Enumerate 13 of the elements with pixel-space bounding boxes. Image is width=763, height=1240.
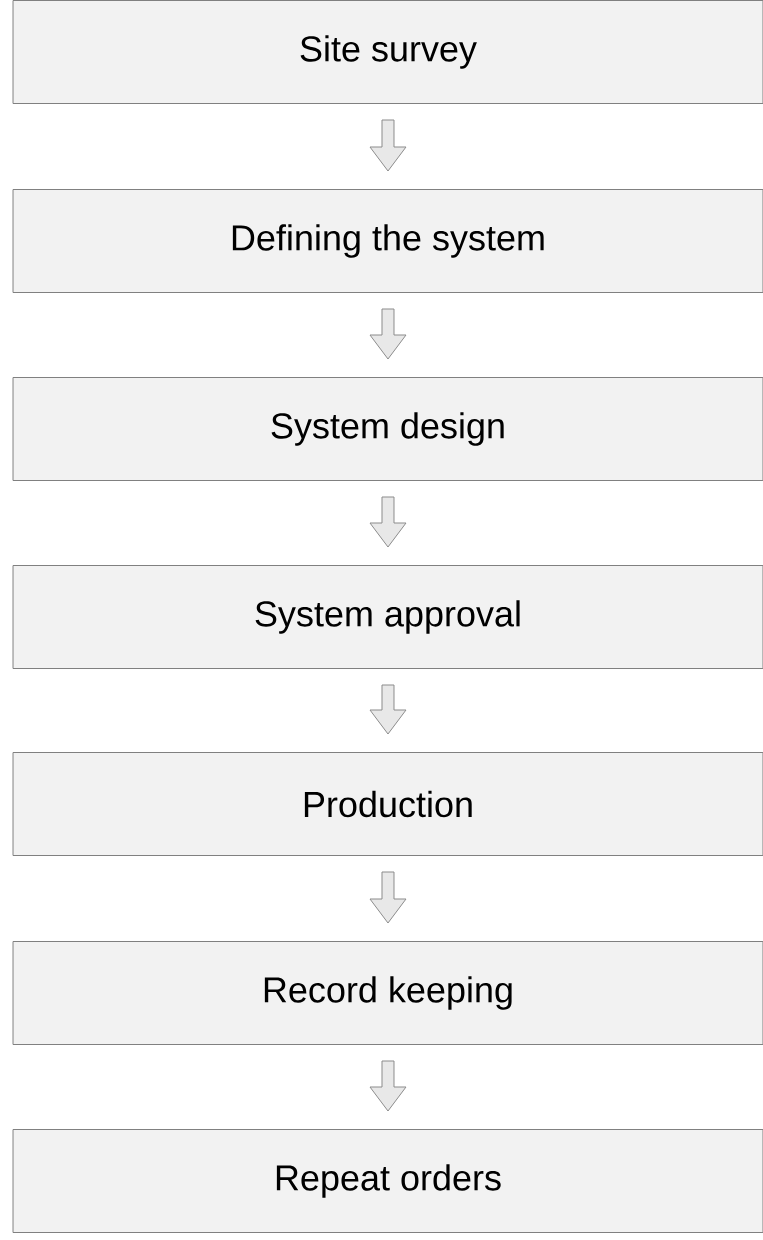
process-box: Repeat orders	[12, 1129, 763, 1233]
process-box: Defining the system	[12, 189, 763, 293]
process-box: Production	[12, 752, 763, 856]
block-arrow	[369, 496, 407, 548]
process-box: Site survey	[12, 0, 763, 104]
block-arrow	[369, 684, 407, 735]
block-arrow	[369, 1060, 407, 1112]
process-box: System design	[12, 377, 763, 481]
block-arrow	[369, 119, 407, 172]
process-box: System approval	[12, 565, 763, 669]
block-arrow	[369, 308, 407, 360]
process-box: Record keeping	[12, 941, 763, 1045]
block-arrow	[369, 871, 407, 924]
